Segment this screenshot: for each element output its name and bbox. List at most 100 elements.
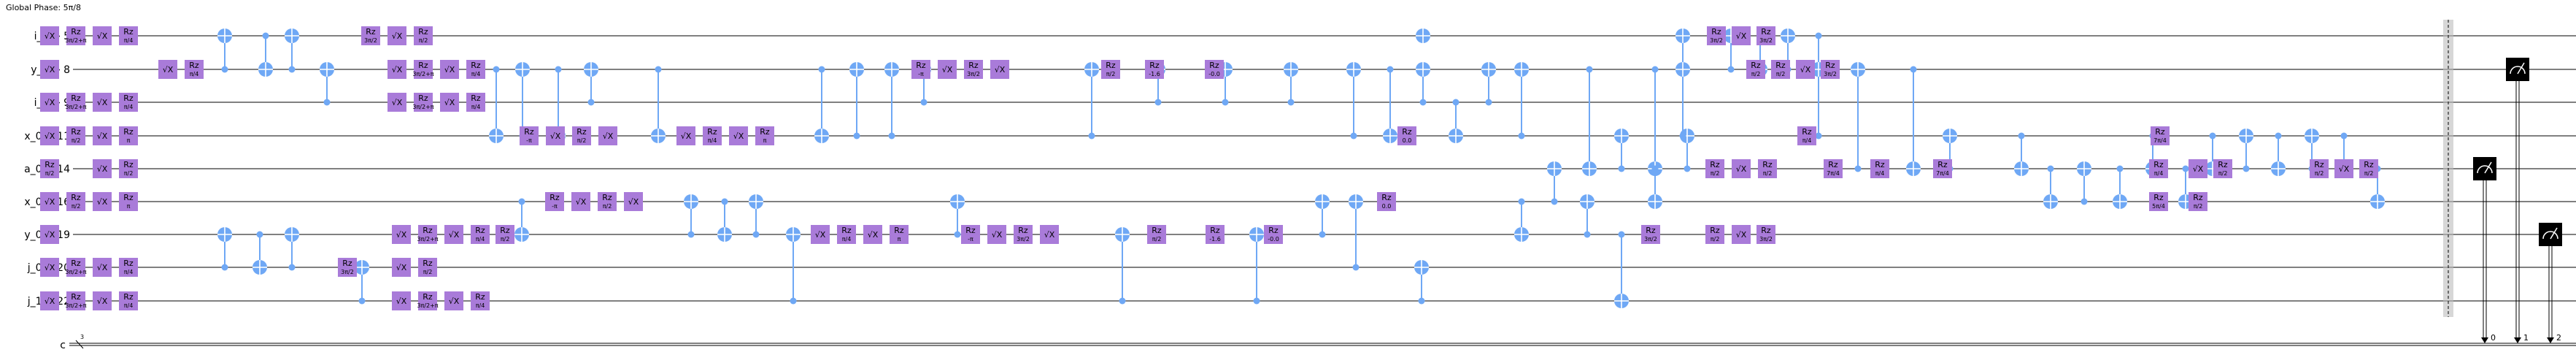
gate-box — [414, 93, 433, 112]
sx-gate: √X — [571, 192, 590, 211]
gate-label: Rz — [71, 27, 81, 37]
gate-label: Rz — [1710, 160, 1720, 169]
sx-gate: √X — [158, 60, 177, 79]
gate-angle: 0.0 — [1382, 203, 1392, 210]
gate-angle: -π — [526, 137, 532, 144]
gate-box — [703, 126, 722, 145]
cnot-gate — [2014, 132, 2029, 176]
gate-label: Rz — [71, 193, 81, 202]
gate-angle: π/2 — [1776, 71, 1786, 77]
gate-angle: π/4 — [1875, 170, 1885, 177]
gate-angle: π/2 — [72, 137, 81, 144]
control-dot-icon — [1452, 99, 1459, 106]
gate-label: Rz — [1761, 27, 1771, 37]
gate-box — [66, 93, 85, 112]
gate-label: Rz — [2364, 160, 2374, 169]
gate-box — [545, 192, 564, 211]
gate-box — [418, 291, 437, 310]
gate-label: √X — [576, 197, 587, 207]
rz-gate: Rzπ/2 — [1771, 60, 1790, 79]
gate-box — [624, 192, 643, 211]
gate-label: √X — [45, 197, 55, 207]
rz-gate: Rz-π — [545, 192, 564, 211]
gate-angle: π/2 — [2364, 170, 2374, 177]
cnot-gate — [1416, 28, 1430, 43]
control-dot-icon — [687, 231, 695, 238]
cnot-gate — [1115, 227, 1130, 305]
gate-box — [2189, 159, 2207, 178]
measure-bit-label: 2 — [2556, 333, 2561, 343]
gate-label: Rz — [1802, 127, 1812, 137]
control-dot-icon — [1551, 198, 1558, 205]
rz-gate: Rzπ/2 — [2213, 159, 2232, 178]
gate-label: √X — [45, 98, 55, 107]
gate-angle: π/2 — [45, 170, 55, 177]
cnot-gate — [1284, 62, 1298, 106]
gate-label: √X — [868, 230, 879, 240]
gate-angle: π — [127, 203, 131, 210]
gate-box — [119, 26, 138, 45]
gate-label: √X — [97, 164, 108, 174]
control-dot-icon — [2340, 132, 2348, 140]
rz-gate: Rzπ — [119, 192, 138, 211]
gate-box — [361, 26, 380, 45]
gate-label: √X — [392, 98, 403, 107]
cnot-gate — [1514, 62, 1529, 140]
gate-label: √X — [1736, 31, 1747, 41]
gate-angle: π/2 — [2194, 203, 2203, 210]
gate-box — [1732, 225, 1751, 244]
barrier — [2443, 20, 2453, 317]
cnot-gate — [2271, 132, 2286, 176]
rz-gate: Rzπ/2 — [598, 192, 617, 211]
gate-label: Rz — [71, 127, 81, 137]
cnot-gate — [514, 198, 529, 242]
cnot-gate — [1547, 161, 1562, 205]
gate-label: Rz — [123, 127, 134, 137]
sx-gate: √X — [40, 258, 59, 277]
measure-gate: 1 — [2506, 58, 2529, 343]
control-dot-icon — [1222, 99, 1229, 106]
rz-gate: Rz-π — [961, 225, 980, 244]
rz-gate: Rzπ/2 — [1705, 225, 1724, 244]
gate-label: √X — [449, 297, 460, 306]
gate-box — [598, 192, 617, 211]
sx-gate: √X — [729, 126, 748, 145]
cnot-gate — [884, 62, 899, 140]
cnot-gate — [1349, 194, 1363, 271]
gate-box — [66, 126, 85, 145]
control-dot-icon — [262, 32, 269, 39]
control-dot-icon — [920, 99, 928, 106]
gate-box — [837, 225, 856, 244]
gate-label: Rz — [1646, 226, 1656, 235]
gate-label: √X — [45, 65, 55, 74]
gate-angle: 7π/4 — [2153, 137, 2167, 144]
gate-box — [40, 60, 59, 79]
gate-angle: 3π/2 — [967, 71, 980, 77]
gate-box — [158, 60, 177, 79]
gate-angle: π/4 — [1802, 137, 1812, 144]
cnot-gate — [684, 194, 698, 238]
gate-angle: π — [127, 137, 131, 144]
gate-box — [66, 26, 85, 45]
gate-label: √X — [396, 297, 407, 306]
control-dot-icon — [1485, 99, 1492, 106]
gate-box — [185, 60, 204, 79]
control-dot-icon — [1584, 231, 1591, 238]
gate-box — [1707, 26, 1726, 45]
rz-gate: Rzπ/4 — [119, 26, 138, 45]
gate-box — [1040, 225, 1059, 244]
gate-box — [990, 60, 1009, 79]
gate-label: √X — [1736, 230, 1747, 240]
control-dot-icon — [1651, 165, 1659, 172]
sx-gate: √X — [863, 225, 882, 244]
gate-box — [119, 192, 138, 211]
sx-gate: √X — [40, 126, 59, 145]
gate-label: √X — [815, 230, 826, 240]
gate-angle: π/2 — [2315, 170, 2324, 177]
gate-box — [466, 60, 485, 79]
control-dot-icon — [1815, 132, 1822, 140]
